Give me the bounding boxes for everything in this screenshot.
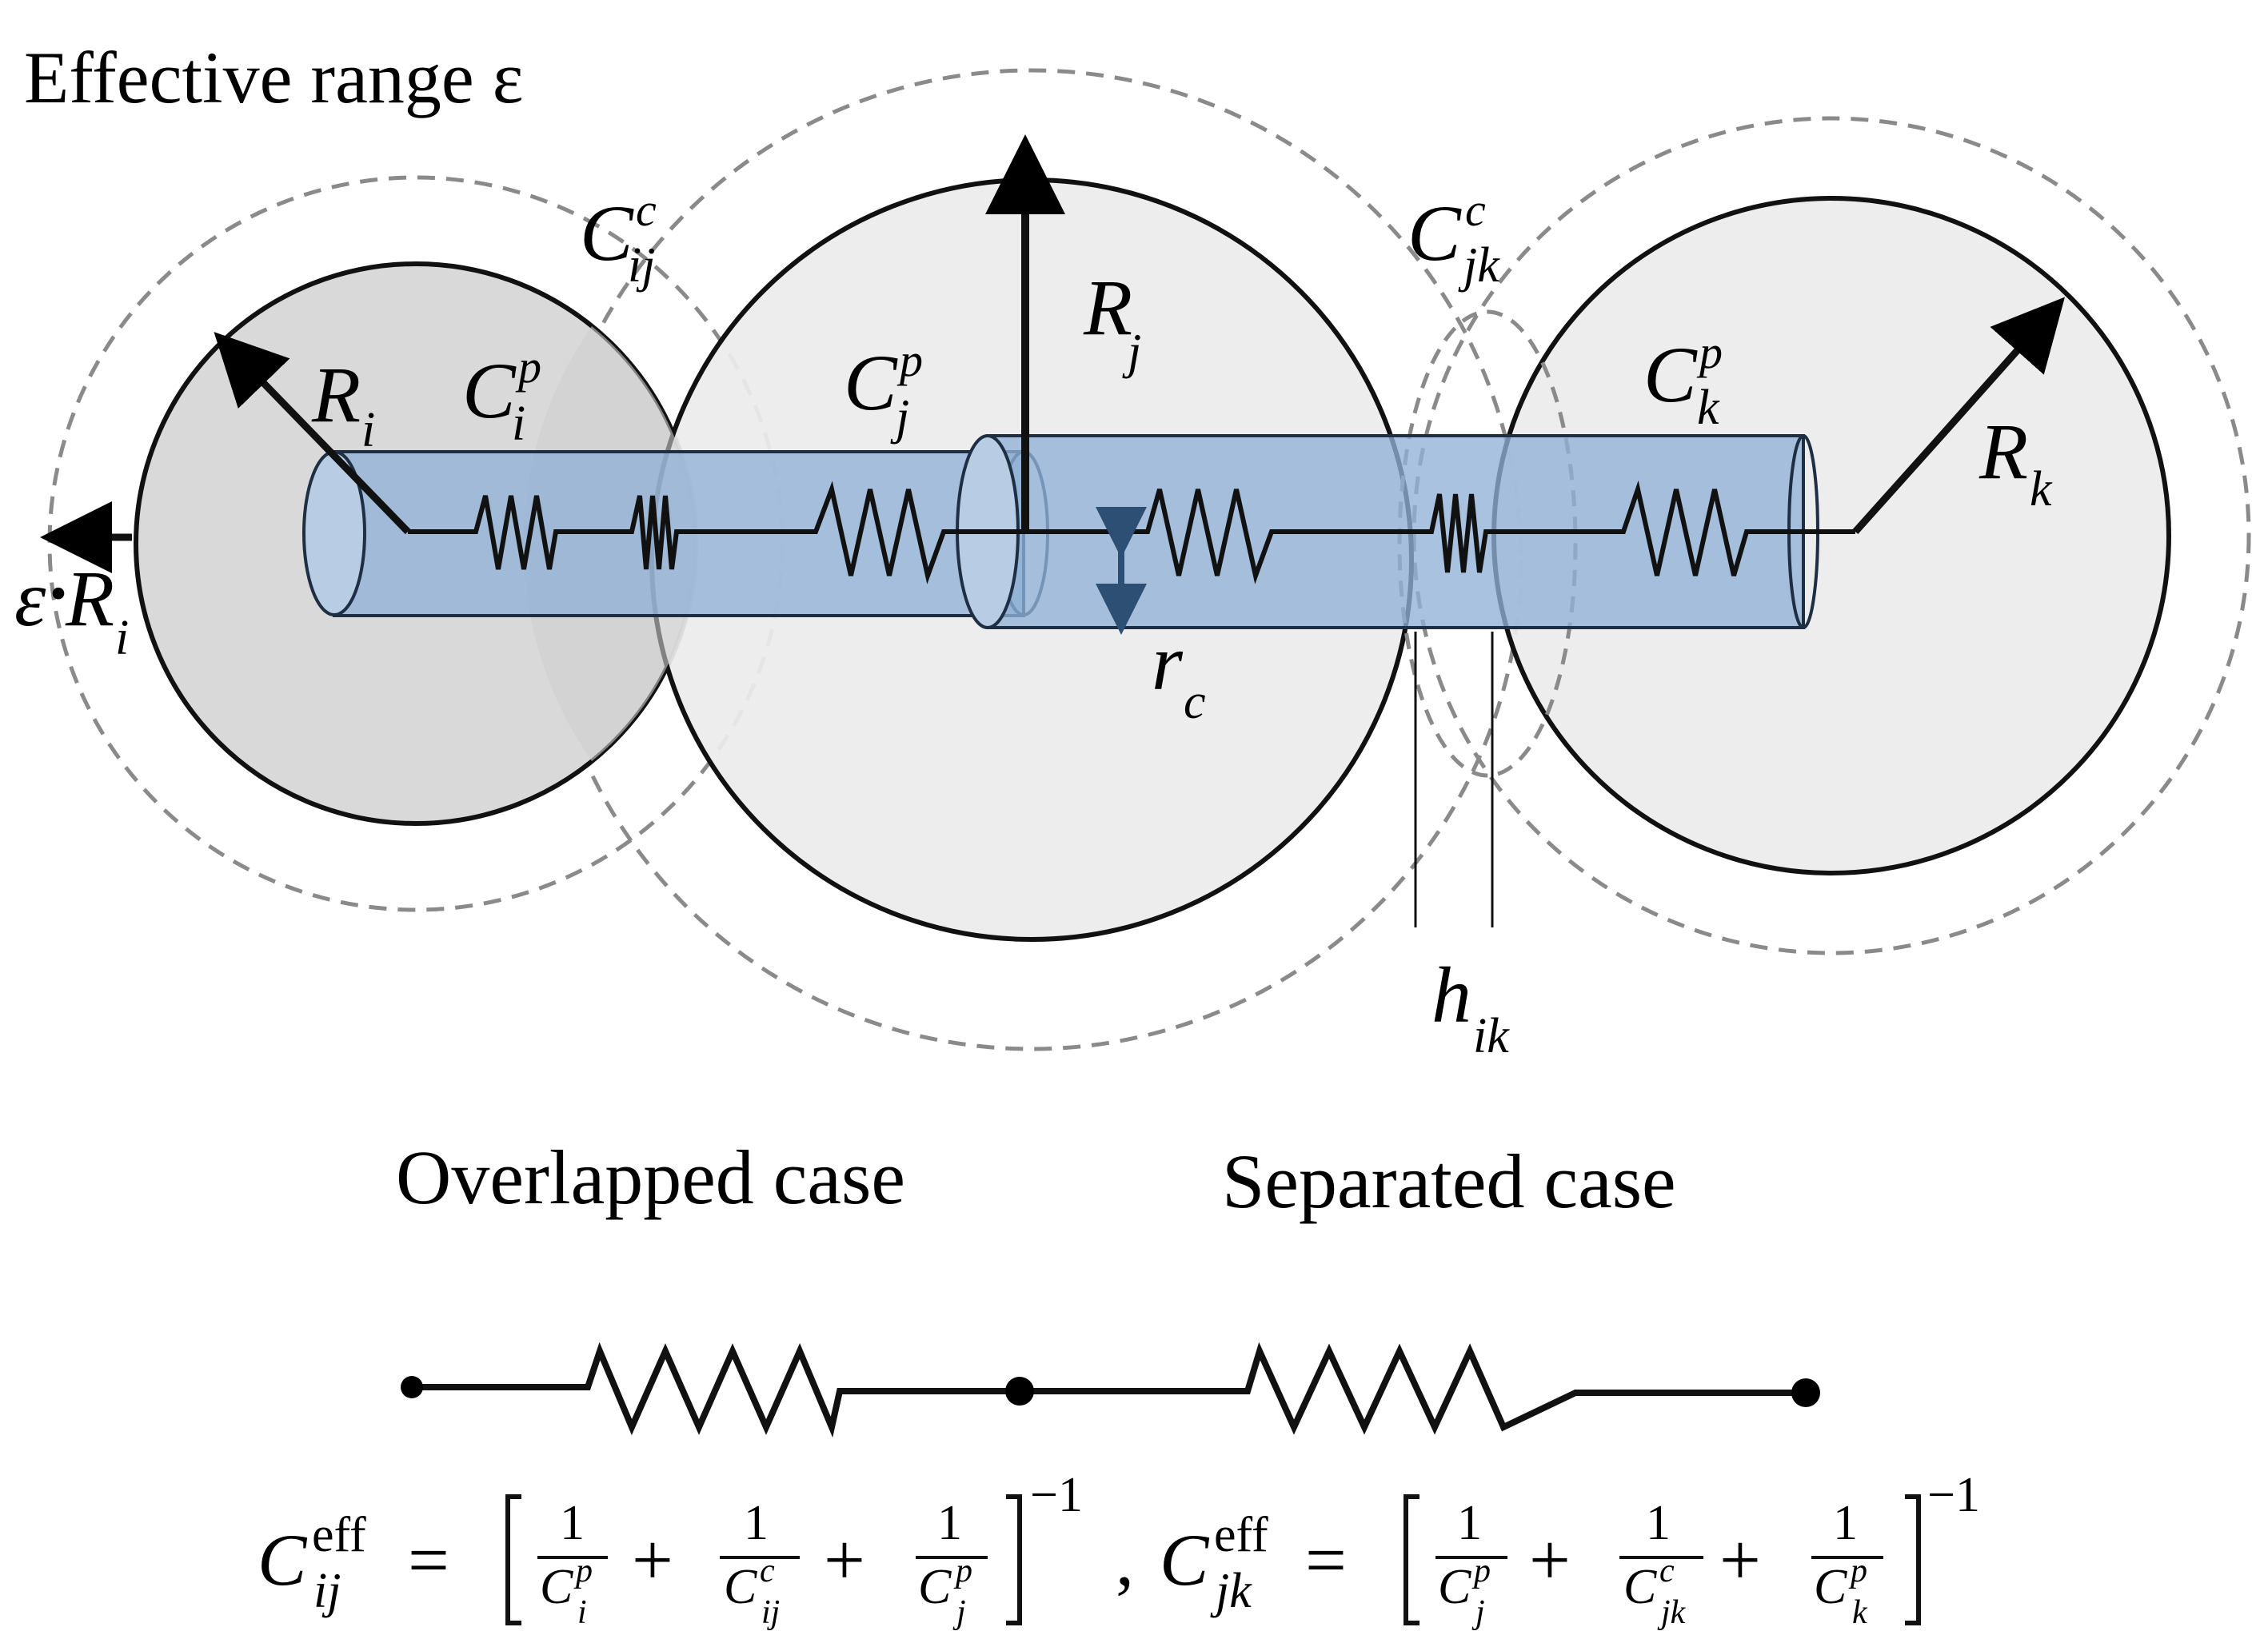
svg-text:1: 1 bbox=[744, 1496, 769, 1550]
svg-text:jk: jk bbox=[1210, 1564, 1252, 1618]
svg-text:R: R bbox=[1979, 407, 2028, 496]
node-k bbox=[1791, 1378, 1820, 1407]
svg-text:i: i bbox=[361, 403, 375, 457]
svg-text:k: k bbox=[2030, 462, 2053, 516]
svg-text:+: + bbox=[1529, 1519, 1571, 1601]
svg-text:C: C bbox=[1623, 1560, 1657, 1614]
caption-overlapped: Overlapped case bbox=[396, 1135, 905, 1220]
resistor-chain bbox=[408, 480, 1855, 584]
svg-text:k: k bbox=[1697, 381, 1720, 435]
svg-text:ε: ε bbox=[14, 554, 46, 643]
svg-text:i: i bbox=[115, 611, 129, 665]
svg-text:i: i bbox=[512, 397, 525, 451]
effective-range-title: Effective range ε bbox=[24, 37, 523, 118]
svg-text:C: C bbox=[1643, 330, 1698, 419]
svg-text:eff: eff bbox=[312, 1508, 366, 1562]
svg-text:·: · bbox=[46, 554, 70, 633]
svg-text:j: j bbox=[1471, 1594, 1485, 1631]
svg-text:C: C bbox=[724, 1560, 757, 1614]
svg-text:1: 1 bbox=[1646, 1496, 1671, 1550]
label-R-k: R k bbox=[1979, 407, 2053, 516]
bracket-close-1 bbox=[1006, 1494, 1022, 1625]
svg-text:p: p bbox=[573, 1553, 593, 1589]
svg-text:p: p bbox=[896, 334, 923, 386]
bracket-open-1 bbox=[505, 1494, 521, 1625]
label-C-jk-c: C c jk bbox=[1408, 184, 1500, 293]
svg-text:C: C bbox=[1160, 1519, 1210, 1601]
node-j bbox=[1005, 1377, 1034, 1406]
label-C-ij-c: C c ij bbox=[580, 184, 657, 293]
label-C-j-p: C p j bbox=[844, 334, 923, 445]
svg-text:R: R bbox=[1083, 263, 1132, 352]
svg-text:jk: jk bbox=[1458, 238, 1500, 293]
svg-text:i: i bbox=[577, 1594, 587, 1631]
svg-text:+: + bbox=[632, 1519, 673, 1601]
svg-text:c: c bbox=[760, 1553, 775, 1589]
label-r-c: r c bbox=[1152, 618, 1206, 729]
svg-text:=: = bbox=[1305, 1519, 1347, 1601]
label-h-ik: h ik bbox=[1431, 951, 1510, 1063]
svg-text:−1: −1 bbox=[1030, 1468, 1083, 1522]
svg-text:h: h bbox=[1431, 951, 1471, 1039]
svg-text:p: p bbox=[515, 341, 541, 393]
svg-text:ik: ik bbox=[1473, 1009, 1510, 1063]
svg-text:k: k bbox=[1852, 1594, 1868, 1631]
bracket-close-2 bbox=[1905, 1494, 1921, 1625]
svg-text:+: + bbox=[824, 1519, 865, 1601]
svg-text:ij: ij bbox=[628, 238, 655, 293]
svg-text:C: C bbox=[540, 1560, 573, 1614]
svg-text:ij: ij bbox=[313, 1564, 341, 1618]
svg-text:=: = bbox=[408, 1519, 449, 1601]
svg-text:c: c bbox=[1184, 675, 1206, 729]
svg-text:C: C bbox=[258, 1519, 308, 1601]
radius-arrow-k bbox=[1852, 297, 2065, 535]
bracket-open-2 bbox=[1404, 1494, 1419, 1625]
svg-text:c: c bbox=[1465, 184, 1486, 236]
svg-text:−1: −1 bbox=[1927, 1468, 1980, 1522]
svg-text:p: p bbox=[1471, 1553, 1491, 1589]
svg-text:+: + bbox=[1719, 1519, 1761, 1601]
svg-text:eff: eff bbox=[1214, 1508, 1268, 1562]
equivalent-circuit bbox=[401, 1342, 1820, 1438]
svg-text:C: C bbox=[844, 338, 898, 427]
node-i bbox=[401, 1376, 423, 1398]
svg-text:p: p bbox=[1848, 1553, 1867, 1589]
svg-text:j: j bbox=[952, 1594, 966, 1631]
radius-arrow-i bbox=[214, 332, 411, 535]
svg-text:1: 1 bbox=[1457, 1496, 1482, 1550]
svg-text:c: c bbox=[636, 184, 657, 236]
svg-text:C: C bbox=[1408, 189, 1462, 277]
svg-text:p: p bbox=[1696, 326, 1723, 378]
svg-text:,: , bbox=[1116, 1519, 1134, 1601]
svg-text:R: R bbox=[311, 350, 361, 439]
svg-text:C: C bbox=[580, 189, 634, 277]
svg-text:p: p bbox=[953, 1553, 972, 1589]
label-R-i: R i bbox=[311, 350, 375, 457]
svg-text:R: R bbox=[65, 554, 114, 643]
label-C-k-p: C p k bbox=[1643, 326, 1723, 435]
svg-text:1: 1 bbox=[937, 1496, 962, 1550]
svg-text:jk: jk bbox=[1657, 1594, 1687, 1631]
svg-text:1: 1 bbox=[560, 1496, 585, 1550]
svg-text:C: C bbox=[1814, 1560, 1847, 1614]
svg-text:c: c bbox=[1659, 1553, 1675, 1589]
svg-text:r: r bbox=[1152, 618, 1184, 707]
svg-text:1: 1 bbox=[1833, 1496, 1858, 1550]
svg-text:C: C bbox=[918, 1560, 952, 1614]
svg-text:C: C bbox=[1438, 1560, 1471, 1614]
label-C-i-p: C p i bbox=[462, 341, 541, 451]
svg-text:ij: ij bbox=[761, 1594, 780, 1631]
svg-text:C: C bbox=[462, 346, 517, 435]
effective-conductance-equation: C eff ij = 1 C p i + 1 C c ij + 1 C p j … bbox=[258, 1468, 1980, 1631]
caption-separated: Separated case bbox=[1222, 1139, 1676, 1224]
label-eps-R-i: ε · R i bbox=[14, 554, 129, 665]
